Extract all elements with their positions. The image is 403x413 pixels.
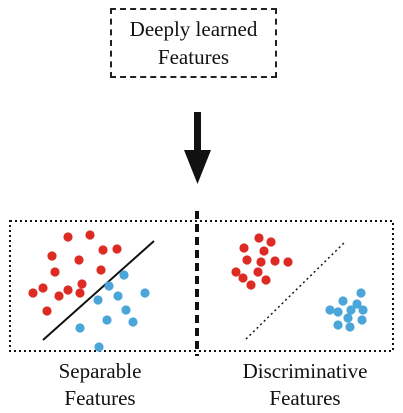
separable-line1: Separable [58,359,142,383]
separable-line2: Features [64,386,136,410]
red-point [75,288,85,298]
blue-point [128,317,138,327]
blue-point [333,320,343,330]
blue-point [325,305,335,315]
blue-point [356,288,366,298]
red-point [74,255,84,265]
deep-features-line1: Deeply learned [129,17,258,41]
blue-point [102,315,112,325]
red-point [261,275,271,285]
blue-point [333,307,343,317]
blue-point [345,322,355,332]
red-point [112,244,122,254]
red-point [98,245,108,255]
blue-point [357,315,367,325]
blue-point [358,305,368,315]
blue-point [121,305,131,315]
separable-label: Separable Features [20,358,180,412]
separable-boundary [42,240,155,341]
red-point [38,283,48,293]
features-container [9,220,394,352]
blue-point [140,288,150,298]
arrow-down-icon [184,112,211,184]
blue-point [343,313,353,323]
red-point [63,285,73,295]
discriminative-line1: Discriminative [242,359,368,383]
blue-point [352,299,362,309]
red-point [231,267,241,277]
blue-point [94,342,104,352]
discriminative-line2: Features [269,386,341,410]
red-point [77,279,87,289]
deep-features-box: Deeply learned Features [110,8,277,78]
blue-point [75,323,85,333]
blue-point [346,305,356,315]
red-point [283,257,293,267]
red-point [266,237,276,247]
red-point [96,265,106,275]
discriminative-label: Discriminative Features [220,358,390,412]
blue-point [93,295,103,305]
red-point [246,280,256,290]
red-point [50,267,60,277]
red-point [270,256,280,266]
left-points [28,230,150,352]
deep-features-line2: Features [157,45,230,69]
red-point [28,288,38,298]
red-point [238,273,248,283]
blue-point [113,291,123,301]
red-point [239,243,249,253]
red-point [42,306,52,316]
red-point [47,251,57,261]
blue-point [338,296,348,306]
red-point [85,230,95,240]
right-points [231,233,368,332]
red-point [253,267,263,277]
red-point [242,255,252,265]
red-point [254,233,264,243]
red-point [63,232,73,242]
blue-point [104,281,114,291]
discriminative-boundary [245,240,347,340]
red-point [259,246,269,256]
red-point [256,257,266,267]
blue-point [119,270,129,280]
red-point [54,291,64,301]
